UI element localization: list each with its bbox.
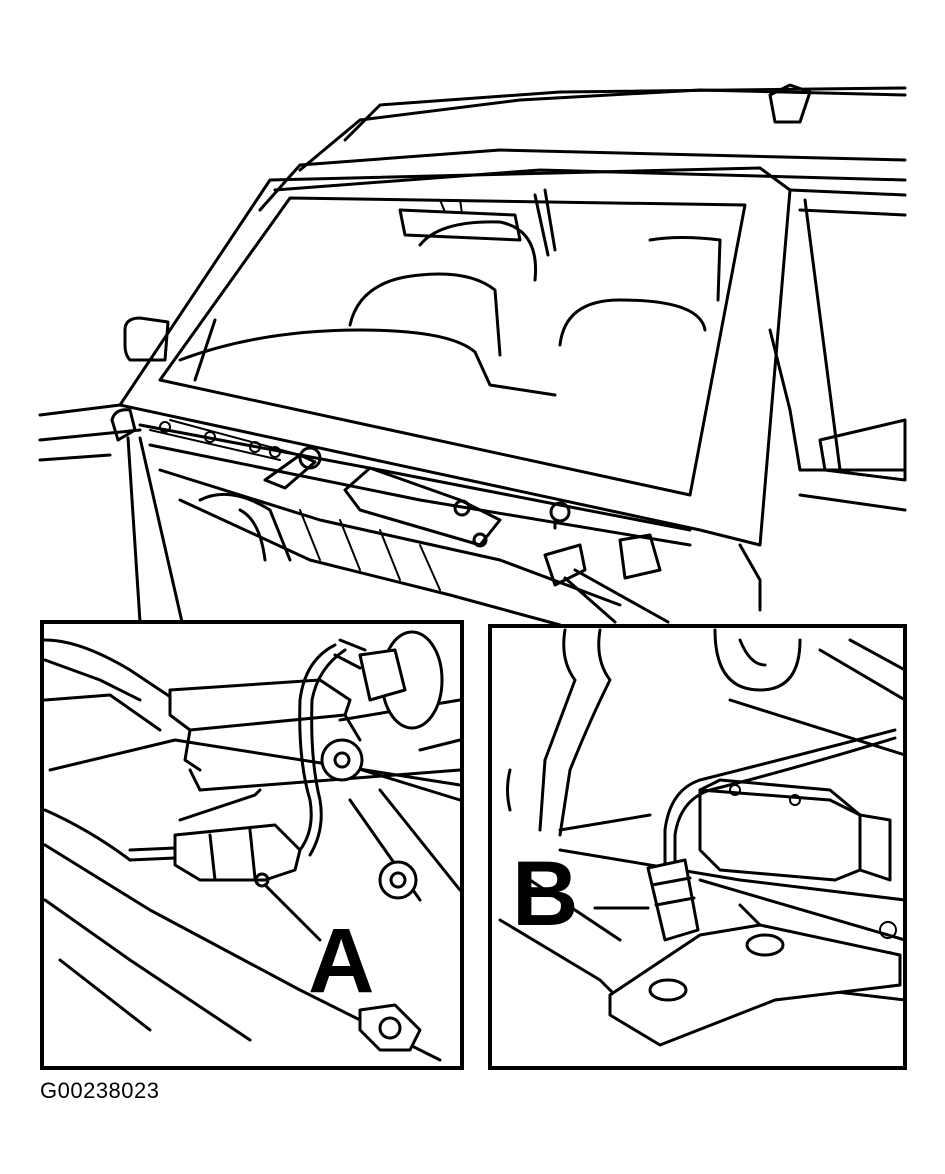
figure-id: G00238023 bbox=[40, 1078, 160, 1103]
inset-a-panel bbox=[40, 620, 464, 1070]
callout-b-label: B bbox=[512, 843, 579, 945]
inset-leader-lines bbox=[126, 436, 670, 624]
inset-b-panel bbox=[488, 624, 907, 1070]
vehicle-overview bbox=[38, 83, 907, 627]
callout-a-label: A bbox=[308, 910, 375, 1012]
